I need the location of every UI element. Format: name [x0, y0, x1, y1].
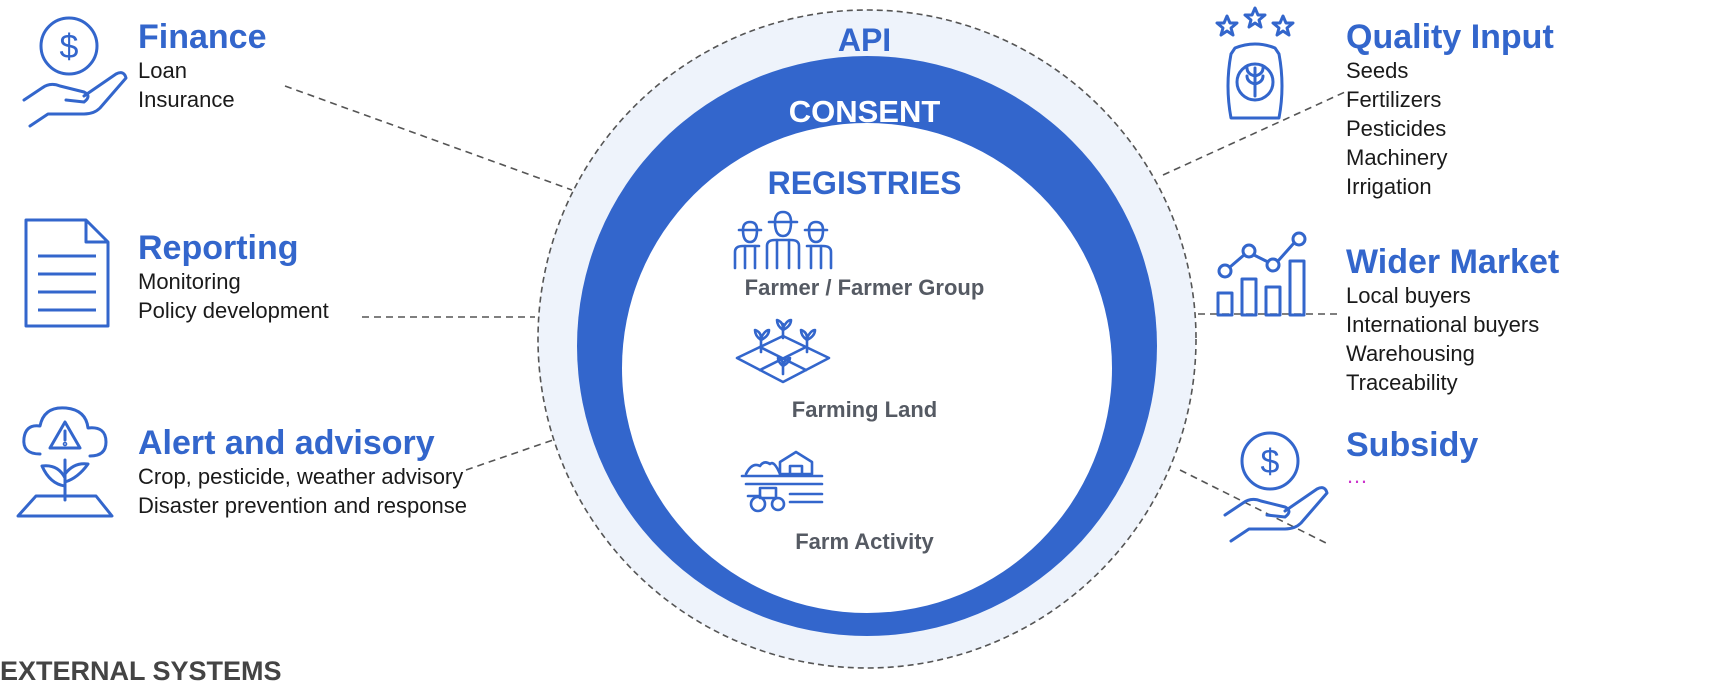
quality-input-item: Fertilizers: [1346, 87, 1442, 112]
reporting-item: Monitoring: [138, 269, 241, 294]
cloud-alert-plant-icon: [16, 406, 114, 518]
alert-item: Crop, pesticide, weather advisory: [138, 464, 464, 489]
subsidy-title: Subsidy: [1346, 426, 1479, 464]
quality-input-item: Irrigation: [1346, 174, 1432, 199]
connector-quality-input: [1162, 91, 1346, 176]
growth-chart-icon: [1216, 231, 1307, 317]
connector-finance: [284, 85, 573, 191]
wider-market-block: Wider Market Local buyers International …: [1346, 243, 1559, 397]
finance-item: Insurance: [138, 87, 235, 112]
subsidy-ellipsis: …: [1346, 463, 1368, 488]
registries-label: REGISTRIES: [767, 165, 962, 201]
quality-input-item: Seeds: [1346, 58, 1409, 83]
registry-land-label: Farming Land: [791, 397, 938, 422]
reporting-title: Reporting: [138, 229, 299, 267]
farmer-group-icon: [733, 210, 833, 270]
svg-text:$: $: [60, 28, 79, 66]
money-hand-icon: $: [22, 16, 128, 128]
external-systems-label: EXTERNAL SYSTEMS: [0, 656, 282, 686]
wider-market-item: Local buyers: [1346, 283, 1471, 308]
wider-market-title: Wider Market: [1346, 243, 1560, 281]
wider-market-item: Warehousing: [1346, 341, 1475, 366]
quality-input-item: Machinery: [1346, 145, 1448, 170]
reporting-item: Policy development: [138, 298, 329, 323]
connector-lines: [284, 85, 1346, 546]
reporting-block: Reporting Monitoring Policy development: [138, 229, 329, 325]
finance-title: Finance: [138, 18, 267, 56]
alert-title: Alert and advisory: [138, 424, 435, 462]
consent-label: CONSENT: [788, 94, 941, 129]
registry-activity-label: Farm Activity: [795, 529, 934, 554]
farm-activity-icon: [740, 450, 824, 513]
registry-farmer-label: Farmer / Farmer Group: [744, 275, 985, 300]
quality-input-item: Pesticides: [1346, 116, 1447, 141]
wider-market-item: International buyers: [1346, 312, 1540, 337]
svg-text:$: $: [1261, 443, 1280, 481]
wider-market-item: Traceability: [1346, 370, 1458, 395]
alert-block: Alert and advisory Crop, pesticide, weat…: [138, 424, 467, 520]
connector-alert: [465, 439, 554, 471]
finance-block: Finance Loan Insurance: [138, 18, 266, 114]
money-hand-icon: $: [1223, 431, 1329, 543]
quality-input-title: Quality Input: [1346, 18, 1554, 56]
subsidy-block: Subsidy …: [1346, 426, 1478, 488]
quality-input-block: Quality Input Seeds Fertilizers Pesticid…: [1346, 18, 1554, 201]
seed-bag-stars-icon: [1215, 6, 1295, 120]
connector-subsidy: [1179, 469, 1331, 546]
api-label: API: [837, 22, 892, 58]
alert-item: Disaster prevention and response: [138, 493, 467, 518]
document-icon: [24, 218, 110, 328]
finance-item: Loan: [138, 58, 187, 83]
farm-land-icon: [735, 318, 831, 384]
